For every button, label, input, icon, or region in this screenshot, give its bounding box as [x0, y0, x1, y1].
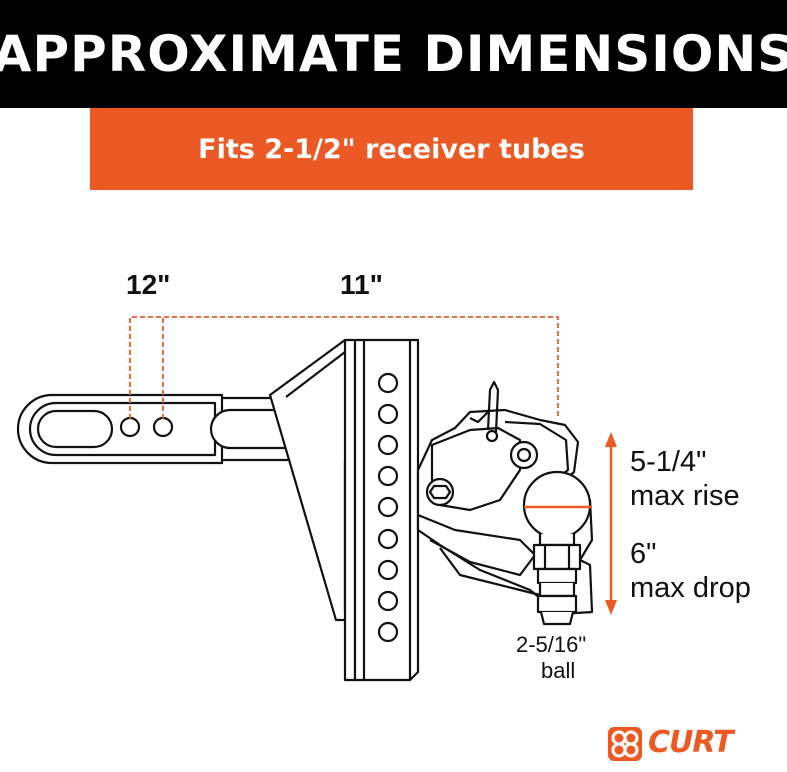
shank-length-label: 12" — [126, 269, 171, 300]
ball-size-label: ball — [541, 658, 576, 683]
curt-logo-icon — [608, 727, 642, 761]
subtitle-banner: Fits 2-1/2" receiver tubes — [90, 108, 693, 190]
max-rise-value: 5-1/4" — [630, 446, 707, 478]
subtitle: Fits 2-1/2" receiver tubes — [198, 133, 585, 165]
title-banner: APPROXIMATE DIMENSIONS — [0, 0, 787, 108]
hitch-ball — [522, 470, 592, 626]
max-drop-value: 6" — [630, 538, 657, 570]
reach-dimension-line — [129, 316, 559, 419]
page-title: APPROXIMATE DIMENSIONS — [0, 25, 787, 83]
gusset — [268, 338, 352, 622]
arrow-up-icon — [605, 432, 617, 447]
brand-logo: CURT — [608, 725, 734, 760]
max-rise-label: max rise — [630, 480, 740, 512]
max-drop-label: max drop — [630, 572, 751, 604]
ball-size-value: 2-5/16" — [516, 632, 587, 657]
vertical-shank — [343, 338, 420, 682]
reach-label: 11" — [340, 269, 383, 300]
arrow-down-icon — [605, 600, 617, 615]
brand-name: CURT — [648, 725, 734, 760]
